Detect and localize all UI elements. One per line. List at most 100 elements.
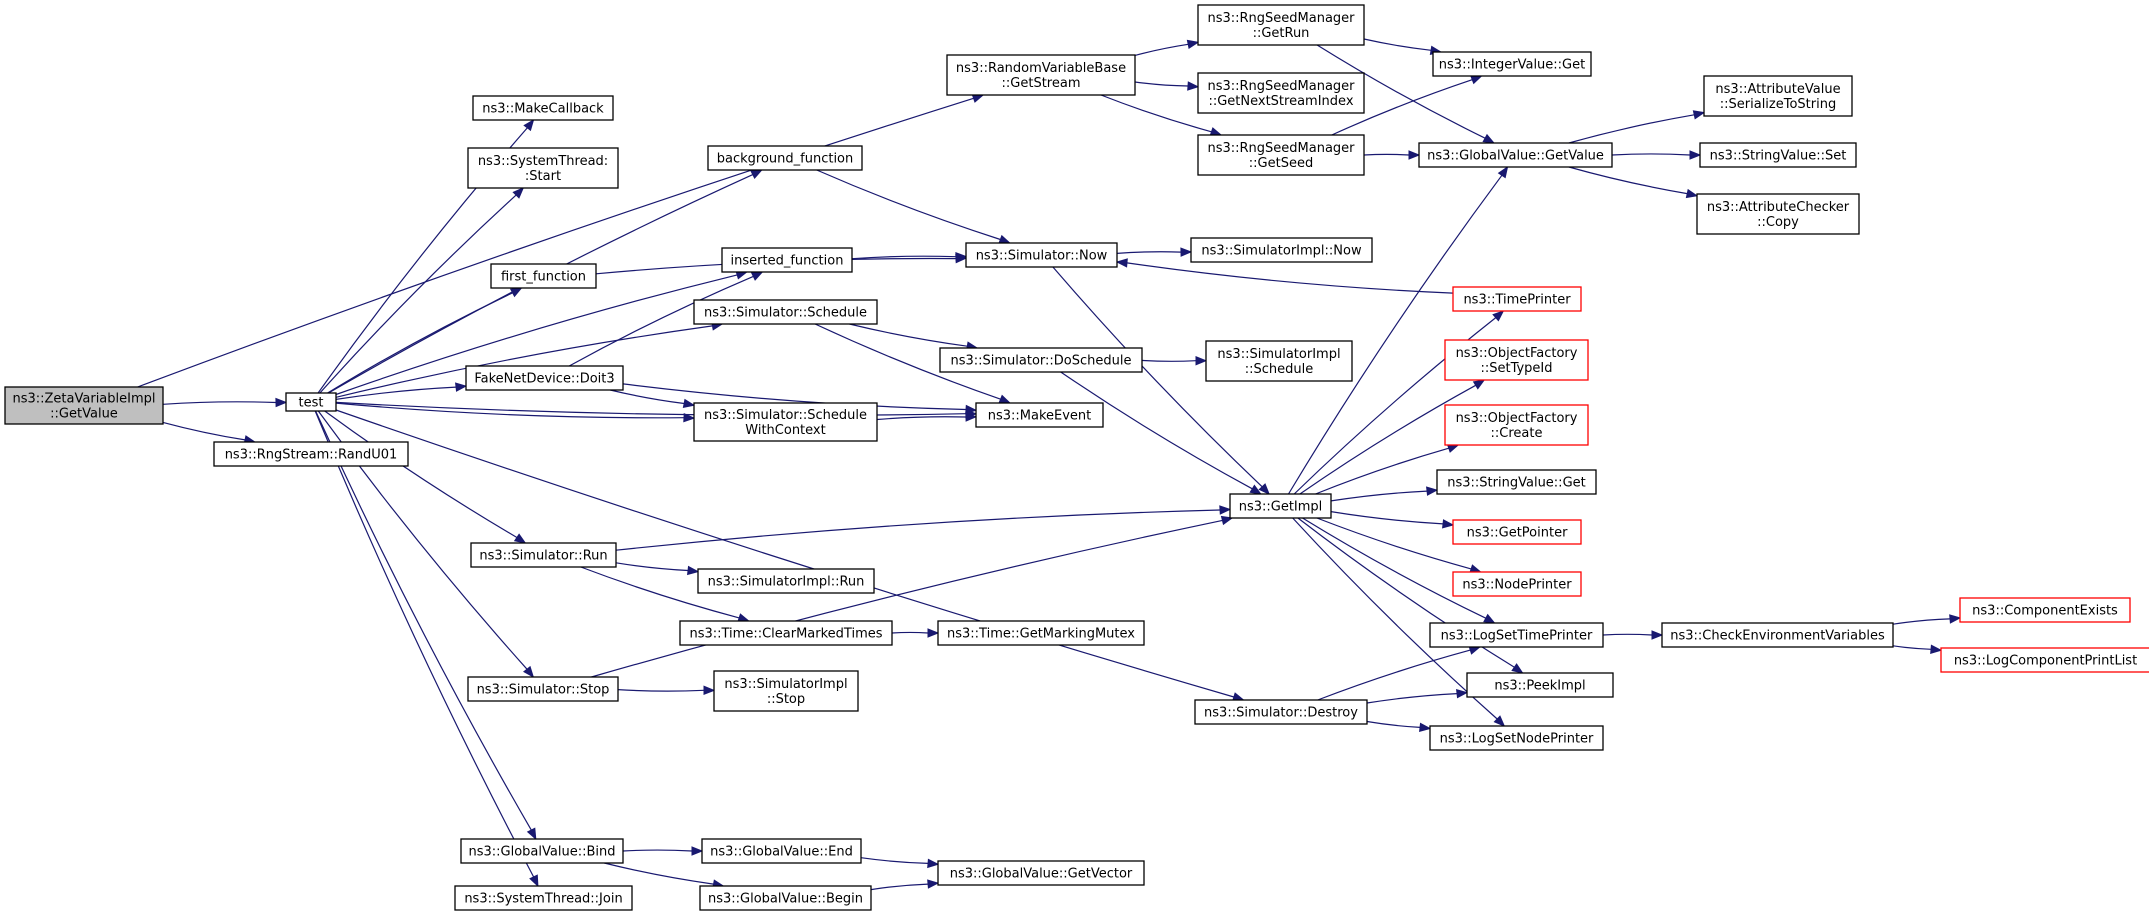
edge-getImpl-to-ofSetTypeId bbox=[1299, 379, 1486, 495]
node-getSeed[interactable]: ns3::RngSeedManager::GetSeed bbox=[1197, 134, 1365, 176]
node-box bbox=[1703, 75, 1853, 117]
node-acCopy[interactable]: ns3::AttributeChecker::Copy bbox=[1696, 193, 1860, 235]
edge-line bbox=[891, 631, 929, 634]
arrowhead-icon bbox=[275, 397, 288, 408]
node-peekImpl[interactable]: ns3::PeekImpl bbox=[1466, 672, 1614, 698]
edge-line bbox=[622, 383, 967, 411]
arrowhead-icon bbox=[526, 827, 537, 841]
edge-getImpl-to-ofCreate bbox=[1315, 443, 1460, 495]
edge-line bbox=[622, 849, 693, 852]
edge-getImpl-to-timePrinter bbox=[1293, 310, 1505, 495]
node-ofCreate[interactable]: ns3::ObjectFactory::Create bbox=[1444, 404, 1589, 446]
node-getImpl[interactable]: ns3::GetImpl bbox=[1229, 493, 1332, 519]
edge-simRun-to-simImplRun bbox=[615, 562, 700, 576]
node-makeEvent[interactable]: ns3::MakeEvent bbox=[975, 402, 1104, 428]
node-compExists[interactable]: ns3::ComponentExists bbox=[1959, 597, 2131, 623]
node-timePrinter[interactable]: ns3::TimePrinter bbox=[1452, 286, 1582, 312]
node-insfunc[interactable]: inserted_function bbox=[721, 247, 853, 273]
node-label: ns3::Simulator::Schedule bbox=[704, 408, 867, 423]
node-logCompPrint[interactable]: ns3::LogComponentPrintList bbox=[1940, 647, 2149, 673]
edge-timePrinter-to-simNow bbox=[1115, 258, 1454, 294]
node-box bbox=[1197, 134, 1365, 176]
node-simNow[interactable]: ns3::Simulator::Now bbox=[965, 242, 1118, 268]
node-markingMutex[interactable]: ns3::Time::GetMarkingMutex bbox=[937, 620, 1145, 646]
node-box bbox=[490, 263, 597, 289]
node-simRun[interactable]: ns3::Simulator::Run bbox=[470, 542, 617, 568]
node-getNextStream[interactable]: ns3::RngSeedManager::GetNextStreamIndex bbox=[1197, 72, 1365, 114]
edge-line bbox=[1317, 649, 1471, 701]
node-logSetNode[interactable]: ns3::LogSetNodePrinter bbox=[1429, 725, 1604, 751]
edge-line bbox=[1316, 44, 1486, 139]
node-gvEnd[interactable]: ns3::GlobalValue::End bbox=[701, 838, 862, 864]
node-label: ns3::SystemThread: bbox=[478, 154, 608, 169]
node-nodePrinter[interactable]: ns3::NodePrinter bbox=[1452, 571, 1582, 597]
node-simStop[interactable]: ns3::Simulator::Stop bbox=[467, 676, 619, 702]
node-simSchedule[interactable]: ns3::Simulator::Schedule bbox=[693, 299, 878, 325]
node-svGet[interactable]: ns3::StringValue::Get bbox=[1436, 469, 1597, 495]
node-label: ::GetSeed bbox=[1249, 156, 1313, 171]
node-label: ns3::SimulatorImpl bbox=[724, 677, 847, 692]
node-label: ns3::RngSeedManager bbox=[1207, 141, 1355, 156]
node-gvBind[interactable]: ns3::GlobalValue::Bind bbox=[460, 838, 624, 864]
node-label: ns3::AttributeValue bbox=[1715, 82, 1840, 97]
arrowhead-icon bbox=[750, 271, 764, 281]
node-box bbox=[285, 392, 337, 412]
node-randu01[interactable]: ns3::RngStream::RandU01 bbox=[213, 441, 409, 467]
edge-simStop-to-getImpl bbox=[591, 515, 1234, 678]
node-avSerialize[interactable]: ns3::AttributeValue::SerializeToString bbox=[1703, 75, 1853, 117]
node-logSetTime[interactable]: ns3::LogSetTimePrinter bbox=[1429, 622, 1604, 648]
edge-line bbox=[1299, 384, 1476, 495]
node-stJoin[interactable]: ns3::SystemThread::Join bbox=[454, 885, 633, 911]
node-bgfunc[interactable]: background_function bbox=[707, 145, 863, 171]
edge-line bbox=[1315, 447, 1449, 495]
node-label: ns3::ComponentExists bbox=[1972, 604, 2118, 619]
node-simDestroy[interactable]: ns3::Simulator::Destroy bbox=[1194, 699, 1368, 725]
edge-line bbox=[617, 689, 705, 692]
node-label: ns3::RngStream::RandU01 bbox=[225, 448, 398, 463]
edge-gvBind-to-gvBegin bbox=[604, 862, 725, 889]
edge-line bbox=[610, 389, 685, 405]
node-label: ::SerializeToString bbox=[1720, 97, 1836, 112]
node-getPointer[interactable]: ns3::GetPointer bbox=[1452, 519, 1582, 545]
node-clearMarked[interactable]: ns3::Time::ClearMarkedTimes bbox=[679, 620, 893, 646]
node-svSet[interactable]: ns3::StringValue::Set bbox=[1699, 142, 1857, 168]
edge-simRun-to-getImpl bbox=[615, 505, 1232, 551]
node-simImplRun[interactable]: ns3::SimulatorImpl::Run bbox=[697, 568, 875, 594]
node-makecallback[interactable]: ns3::MakeCallback bbox=[472, 95, 614, 121]
node-simImplNow[interactable]: ns3::SimulatorImpl::Now bbox=[1190, 237, 1373, 263]
node-doSchedule[interactable]: ns3::Simulator::DoSchedule bbox=[939, 347, 1143, 373]
edge-simDestroy-to-logSetNode bbox=[1366, 720, 1432, 732]
edge-checkEnv-to-compExists bbox=[1892, 614, 1962, 625]
node-stStart[interactable]: ns3::SystemThread::Start bbox=[467, 147, 619, 189]
node-box bbox=[467, 147, 619, 189]
node-label: ns3::Simulator::Destroy bbox=[1204, 706, 1358, 721]
node-simImplSchedule[interactable]: ns3::SimulatorImpl::Schedule bbox=[1205, 340, 1353, 382]
edge-zeta-to-test bbox=[162, 397, 288, 408]
node-ofSetTypeId[interactable]: ns3::ObjectFactory::SetTypeId bbox=[1444, 339, 1589, 381]
node-gvGetVector[interactable]: ns3::GlobalValue::GetVector bbox=[937, 860, 1145, 886]
node-label: ns3::ObjectFactory bbox=[1456, 346, 1578, 361]
edge-simDestroy-to-logSetTime bbox=[1317, 645, 1482, 701]
arrowhead-icon bbox=[1492, 310, 1505, 322]
edge-line bbox=[1134, 43, 1189, 56]
node-doit3[interactable]: FakeNetDevice::Doit3 bbox=[465, 365, 624, 391]
node-simImplStop[interactable]: ns3::SimulatorImpl::Stop bbox=[713, 670, 859, 712]
node-label: ns3::MakeEvent bbox=[988, 409, 1092, 424]
node-box bbox=[1197, 4, 1365, 46]
edge-getImpl-to-gvGetValue bbox=[1287, 165, 1509, 495]
edge-simSchedule-to-doSchedule bbox=[849, 323, 979, 351]
node-gvBegin[interactable]: ns3::GlobalValue::Begin bbox=[699, 885, 872, 911]
arrowhead-icon bbox=[1692, 110, 1706, 120]
node-zeta[interactable]: ns3::ZetaVariableImpl::GetValue bbox=[4, 386, 164, 425]
node-firstfunc[interactable]: first_function bbox=[490, 263, 597, 289]
edge-simDestroy-to-peekImpl bbox=[1366, 689, 1469, 704]
edge-getImpl-to-peekImpl bbox=[1297, 517, 1524, 674]
node-checkEnv[interactable]: ns3::CheckEnvironmentVariables bbox=[1661, 622, 1894, 648]
node-label: ns3::GetPointer bbox=[1467, 526, 1568, 541]
node-rvbstream[interactable]: ns3::RandomVariableBase::GetStream bbox=[946, 54, 1136, 96]
node-gvGetValue[interactable]: ns3::GlobalValue::GetValue bbox=[1418, 142, 1613, 168]
node-getRun[interactable]: ns3::RngSeedManager::GetRun bbox=[1197, 4, 1365, 46]
node-intGet[interactable]: ns3::IntegerValue::Get bbox=[1432, 51, 1592, 77]
node-test[interactable]: test bbox=[285, 392, 337, 412]
